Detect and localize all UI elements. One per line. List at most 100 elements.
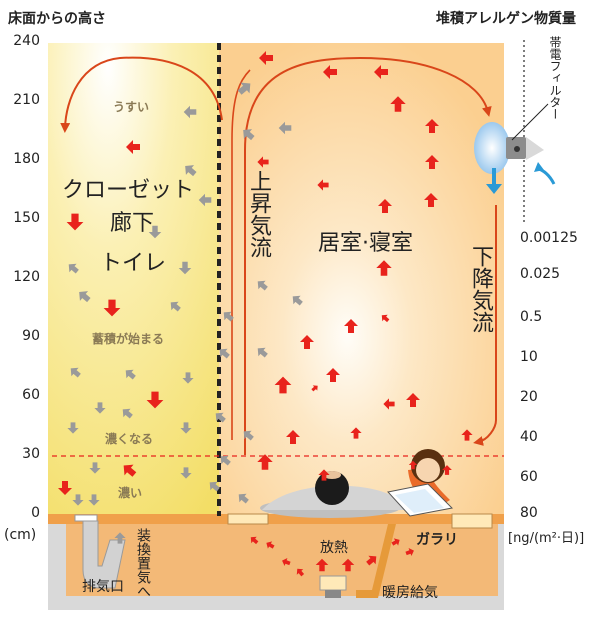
gray-arrow-icon <box>125 369 136 380</box>
gray-arrow-icon <box>114 532 126 544</box>
right-tick-20: 20 <box>520 389 538 405</box>
label-living-bedroom: 居室·寝室 <box>318 231 413 256</box>
label-toilet: トイレ <box>100 251 167 276</box>
heater-stand <box>325 590 341 598</box>
gray-arrow-icon <box>215 412 226 423</box>
left-tick-0: 0 <box>31 505 40 521</box>
gray-arrow-icon <box>278 121 292 135</box>
gray-arrow-icon <box>178 261 192 275</box>
right-tick-10: 10 <box>520 349 538 365</box>
closet-circulation-curve <box>60 56 223 133</box>
red-arrow-icon <box>461 429 473 441</box>
red-arrow-icon <box>374 65 388 79</box>
gray-arrow-icon <box>238 493 249 504</box>
red-arrow-icon <box>257 156 269 168</box>
red-arrow-icon <box>424 193 438 207</box>
right-axis-title: 堆積アレルゲン物質量 <box>436 11 576 27</box>
right-tick-40: 40 <box>520 429 538 445</box>
closet-area <box>48 43 219 516</box>
gray-arrow-icon <box>170 301 181 312</box>
downdraft-curve <box>473 205 497 446</box>
label-downdraft: 下降気流 <box>468 245 493 333</box>
gray-arrow-icon <box>209 481 220 492</box>
red-arrow-icon <box>259 51 273 65</box>
label-accumulation-start: 蓄積が始まる <box>92 332 165 346</box>
gray-arrow-icon <box>122 408 133 419</box>
left-axis-title: 床面からの高さ <box>8 11 106 27</box>
gray-arrow-icon <box>198 193 212 207</box>
red-arrow-icon <box>66 213 84 231</box>
red-arrow-icon <box>366 555 377 566</box>
filter-label: 帯電フィルター <box>548 36 562 120</box>
room-area <box>219 43 504 516</box>
gray-arrow-icon <box>219 348 230 359</box>
red-arrow-icon <box>391 538 400 546</box>
floor-vent-right <box>451 513 493 529</box>
left-tick-30: 30 <box>22 446 40 462</box>
gray-arrows-group <box>67 82 303 544</box>
red-arrow-icon <box>381 314 390 323</box>
gray-arrow-icon <box>79 291 91 303</box>
right-tick-60: 60 <box>520 469 538 485</box>
left-axis-unit: (cm) <box>4 527 37 543</box>
red-arrow-icon <box>323 65 337 79</box>
red-arrow-icon <box>311 385 318 392</box>
label-to-ventilation: 装換置気へ <box>135 528 151 598</box>
gray-arrow-icon <box>185 165 197 177</box>
red-arrow-icon <box>378 199 392 213</box>
left-tick-120: 120 <box>13 269 40 285</box>
left-tick-60: 60 <box>22 387 40 403</box>
updraft-curve <box>244 56 492 455</box>
gray-arrow-icon <box>220 455 231 466</box>
label-hallway: 廊下 <box>110 211 155 236</box>
gray-arrow-icon <box>243 430 254 441</box>
label-thin: うすい <box>113 100 150 114</box>
red-arrow-icon <box>296 568 305 577</box>
right-tick-0.025: 0.025 <box>520 266 561 282</box>
red-arrow-icon <box>126 140 140 154</box>
gray-arrow-icon <box>182 372 194 384</box>
red-arrow-icon <box>350 427 362 439</box>
label-heat-release: 放熱 <box>320 540 348 556</box>
floor-vent-mid <box>227 513 269 525</box>
label-dense: 濃い <box>118 486 143 500</box>
gray-arrow-icon <box>72 494 84 506</box>
gray-arrow-icon <box>68 263 79 274</box>
red-arrow-icon <box>286 430 300 444</box>
right-tick-80: 80 <box>520 505 538 521</box>
underfloor-space <box>66 524 498 596</box>
red-arrow-icon <box>282 558 291 566</box>
right-tick-0.5: 0.5 <box>520 309 543 325</box>
red-arrow-icon <box>317 179 329 191</box>
red-arrow-icon <box>344 319 358 333</box>
gray-arrow-icon <box>183 105 197 119</box>
red-arrow-icon <box>326 368 340 382</box>
left-tick-240: 240 <box>13 33 40 49</box>
label-denser: 濃くなる <box>105 432 154 446</box>
room-floor-strip <box>48 514 504 524</box>
gray-arrow-icon <box>237 82 251 95</box>
left-tick-150: 150 <box>13 210 40 226</box>
gray-arrow-icon <box>257 347 268 358</box>
red-arrow-icon <box>250 536 259 545</box>
red-arrow-icon <box>318 469 330 481</box>
gray-arrow-icon <box>89 462 101 474</box>
left-tick-180: 180 <box>13 151 40 167</box>
label-exhaust-port: 排気口 <box>82 579 124 595</box>
left-tick-90: 90 <box>22 328 40 344</box>
red-arrow-icon <box>300 335 314 349</box>
red-arrow-icon <box>123 464 137 477</box>
gray-arrow-icon <box>148 225 162 239</box>
gray-arrow-icon <box>94 402 106 414</box>
heater-box <box>319 575 347 591</box>
gray-arrow-icon <box>67 422 79 434</box>
label-updraft: 上昇気流 <box>246 170 271 258</box>
red-arrow-icon <box>58 481 72 495</box>
gray-arrow-icon <box>88 494 100 506</box>
right-tick-0.00125: 0.00125 <box>520 230 578 246</box>
label-closet: クローゼット <box>62 178 195 203</box>
red-arrow-icon <box>425 155 439 169</box>
gray-arrow-icon <box>292 295 303 306</box>
red-arrow-icon <box>425 119 439 133</box>
left-tick-210: 210 <box>13 92 40 108</box>
